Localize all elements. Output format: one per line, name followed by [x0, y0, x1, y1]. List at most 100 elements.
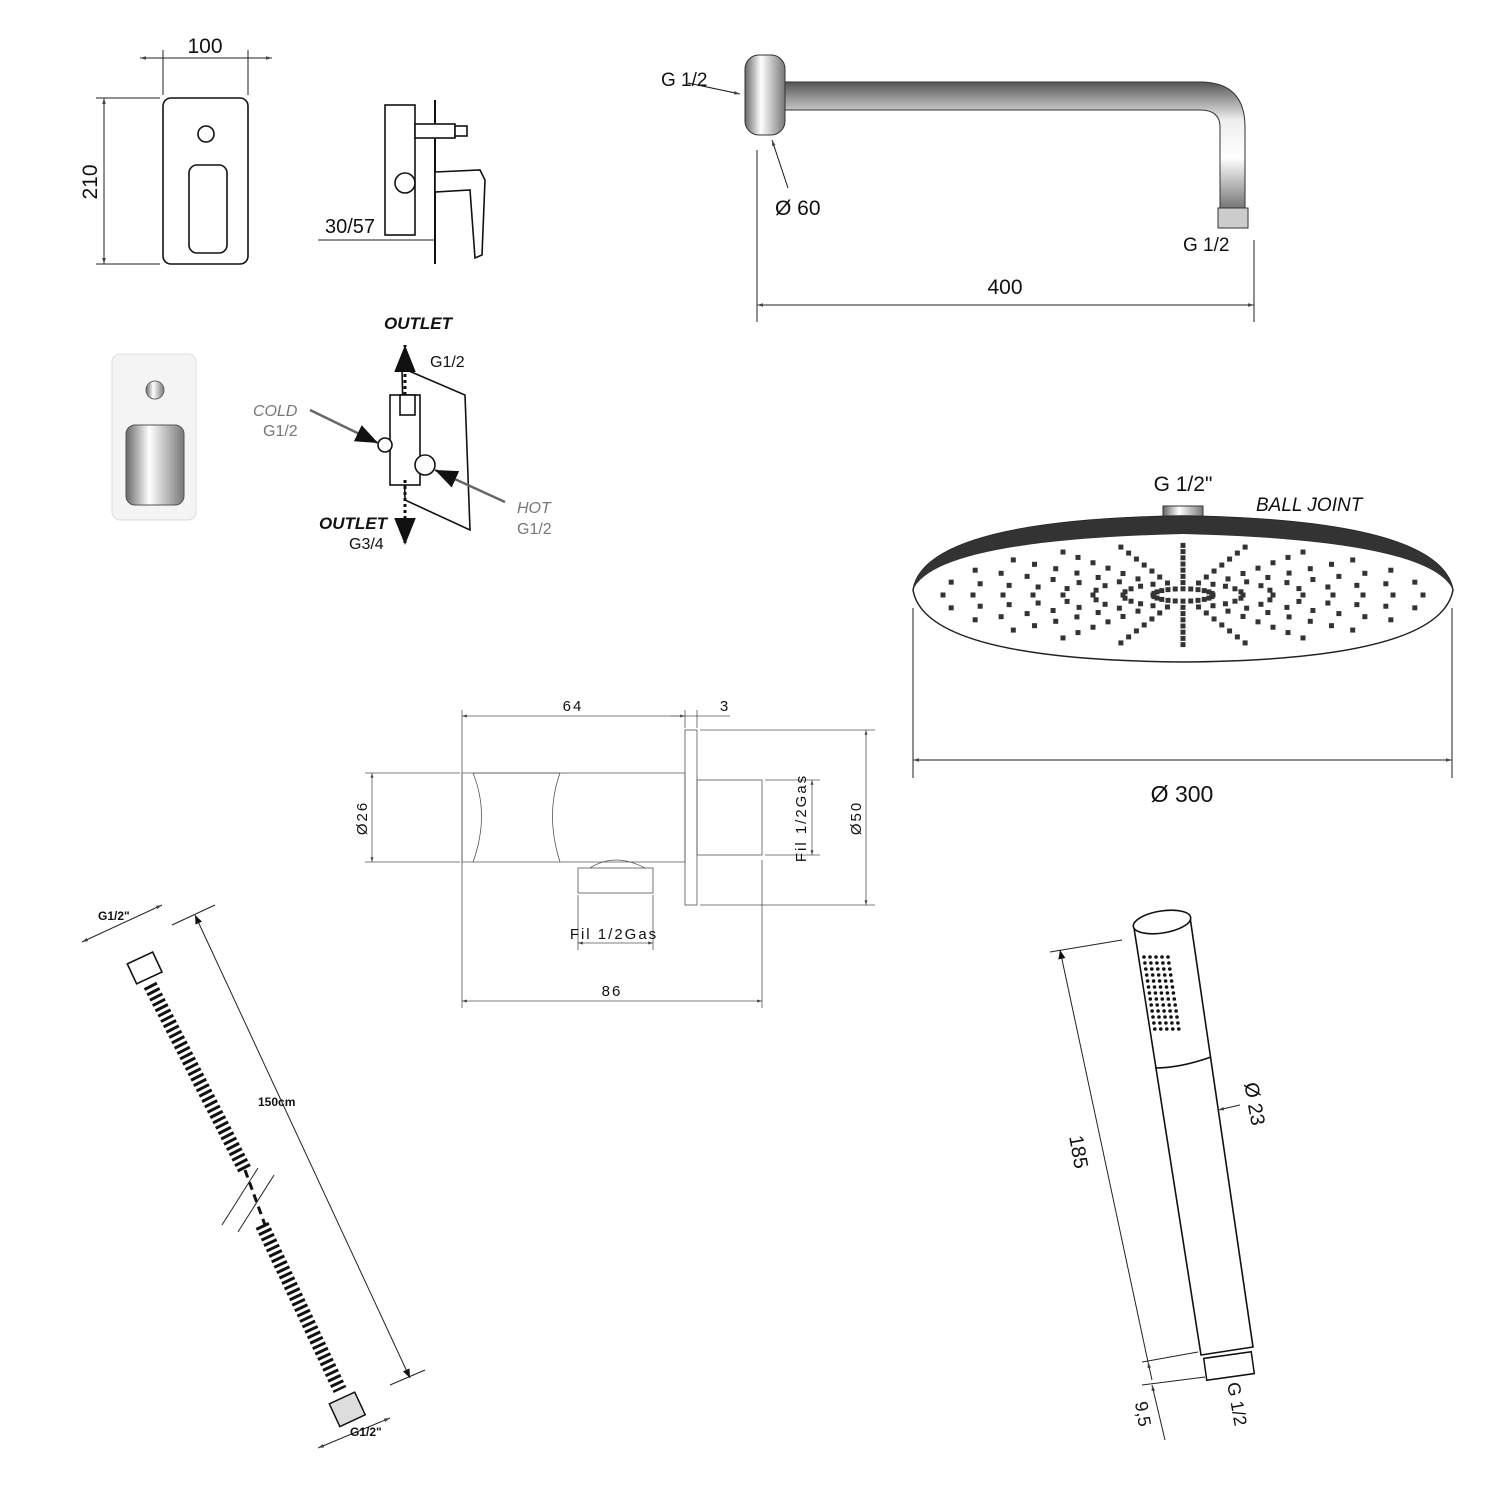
mixer-depth-label: 30/57 — [325, 216, 375, 238]
nozzle-dot — [1076, 604, 1082, 610]
hand-shower: 185 Ø 23 9,5 G 1/2 — [1049, 909, 1269, 1441]
nozzle-dot — [1122, 595, 1128, 601]
nozzle-dot — [1157, 574, 1163, 580]
holder-body-diameter: Ø26 — [354, 801, 371, 835]
nozzle-dot — [1234, 634, 1240, 640]
nozzle-dot — [1227, 556, 1233, 562]
nozzle-dot — [1060, 549, 1066, 555]
spray-dot — [1150, 973, 1155, 977]
spray-dot — [1150, 1009, 1154, 1013]
nozzle-dot — [948, 605, 954, 611]
spray-dot — [1171, 1027, 1175, 1031]
nozzle-dot — [1120, 571, 1126, 577]
holder-flange-3: 3 — [720, 698, 728, 715]
mixer-side-view: 30/57 — [318, 100, 486, 264]
rain-shower-head: G 1/2" BALL JOINT Ø 300 — [912, 473, 1454, 807]
nozzle-dot — [1284, 604, 1290, 610]
nozzle-dot — [1188, 586, 1194, 592]
nozzle-dot — [1154, 589, 1160, 595]
nozzle-dot — [1149, 616, 1155, 622]
spray-dot — [1168, 973, 1173, 977]
spray-dot — [1167, 961, 1171, 965]
head-diameter-label: Ø 300 — [1151, 781, 1214, 807]
nozzle-dot — [1090, 592, 1096, 598]
nozzle-dot — [1102, 583, 1108, 589]
nozzle-dot — [1010, 627, 1016, 633]
spray-dot — [1146, 985, 1151, 989]
hand-shower-diameter: Ø 23 — [1239, 1081, 1268, 1128]
nozzle-dot — [1354, 582, 1360, 588]
nozzle-dot — [1150, 603, 1156, 609]
cold-thread: G1/2 — [263, 423, 298, 440]
spray-dot — [1147, 991, 1152, 995]
nozzle-dot — [1165, 587, 1171, 593]
nozzle-dot — [1265, 574, 1271, 580]
plate-width-label: 100 — [187, 35, 222, 58]
spray-dot — [1172, 997, 1177, 1001]
nozzle-dot — [1296, 586, 1302, 592]
mixer-plate-front-view: 100 210 — [79, 35, 272, 265]
nozzle-dot — [1222, 601, 1228, 607]
nozzle-dot — [1188, 598, 1194, 604]
nozzle-dot — [1412, 605, 1418, 611]
nozzle-dot — [1180, 555, 1186, 561]
nozzle-dot — [1180, 623, 1186, 629]
nozzle-dot — [1258, 583, 1264, 589]
spray-dot — [1170, 985, 1175, 989]
spray-dot — [1151, 1015, 1155, 1019]
nozzle-dot — [1133, 628, 1139, 634]
spray-dot — [1144, 967, 1148, 971]
spray-dot — [1162, 973, 1167, 977]
nozzle-dot — [1074, 570, 1080, 576]
spray-dot — [1156, 967, 1160, 971]
nozzle-dot — [1164, 604, 1170, 610]
spray-dot — [1162, 967, 1166, 971]
nozzle-dot — [940, 592, 946, 598]
nozzle-dot — [1258, 601, 1264, 607]
spray-dot — [1165, 991, 1170, 995]
diverter-button-icon — [197, 125, 215, 143]
nozzle-dot — [1126, 634, 1132, 640]
spray-dot — [1170, 1021, 1174, 1025]
nozzle-dots — [940, 542, 1426, 648]
nozzle-dot — [1180, 617, 1186, 623]
nozzle-dot — [1242, 640, 1248, 646]
spray-dot — [1169, 979, 1174, 983]
nozzle-dot — [1006, 602, 1012, 608]
spray-dot — [1157, 1015, 1161, 1019]
spray-dot — [1158, 985, 1163, 989]
nozzle-dot — [1154, 595, 1160, 601]
nozzle-dot — [1225, 608, 1231, 614]
spray-dot — [1154, 997, 1159, 1001]
nozzle-dot — [1128, 598, 1134, 604]
valve-connection-diagram: OUTLET G1/2 COLD G1/2 HOT G1/2 OUTLET G3… — [253, 314, 552, 553]
nozzle-dot — [1053, 566, 1059, 572]
spray-dot — [1154, 955, 1158, 959]
spray-dot — [1159, 1027, 1163, 1031]
nozzle-dot — [1157, 610, 1163, 616]
nozzle-dot — [1242, 544, 1248, 550]
nozzle-dot — [1336, 611, 1342, 617]
outlet-top-thread: G1/2 — [430, 354, 465, 371]
holder-side-thread: Fil 1/2Gas — [793, 774, 810, 862]
nozzle-dot — [1209, 590, 1215, 596]
nozzle-dot — [1180, 598, 1186, 604]
spray-dot — [1155, 961, 1159, 965]
spray-dot — [1169, 1015, 1173, 1019]
spray-dot — [1176, 1021, 1180, 1025]
spray-dot — [1166, 997, 1171, 1001]
hand-shower-thread-length: 9,5 — [1131, 1400, 1155, 1428]
nozzle-dot — [1336, 573, 1342, 579]
nozzle-dot — [1120, 592, 1126, 598]
nozzle-dot — [1238, 589, 1244, 595]
spray-dot — [1155, 1003, 1159, 1007]
nozzle-dot — [1075, 630, 1081, 636]
nozzle-dot — [1159, 588, 1165, 594]
arm-outlet-thread: G 1/2 — [1183, 235, 1229, 256]
nozzle-dot — [977, 581, 983, 587]
spray-dot — [1153, 1027, 1157, 1031]
spray-dot — [1171, 991, 1176, 995]
nozzle-dot — [1196, 580, 1202, 586]
outlet-bottom-label: OUTLET — [319, 514, 389, 533]
